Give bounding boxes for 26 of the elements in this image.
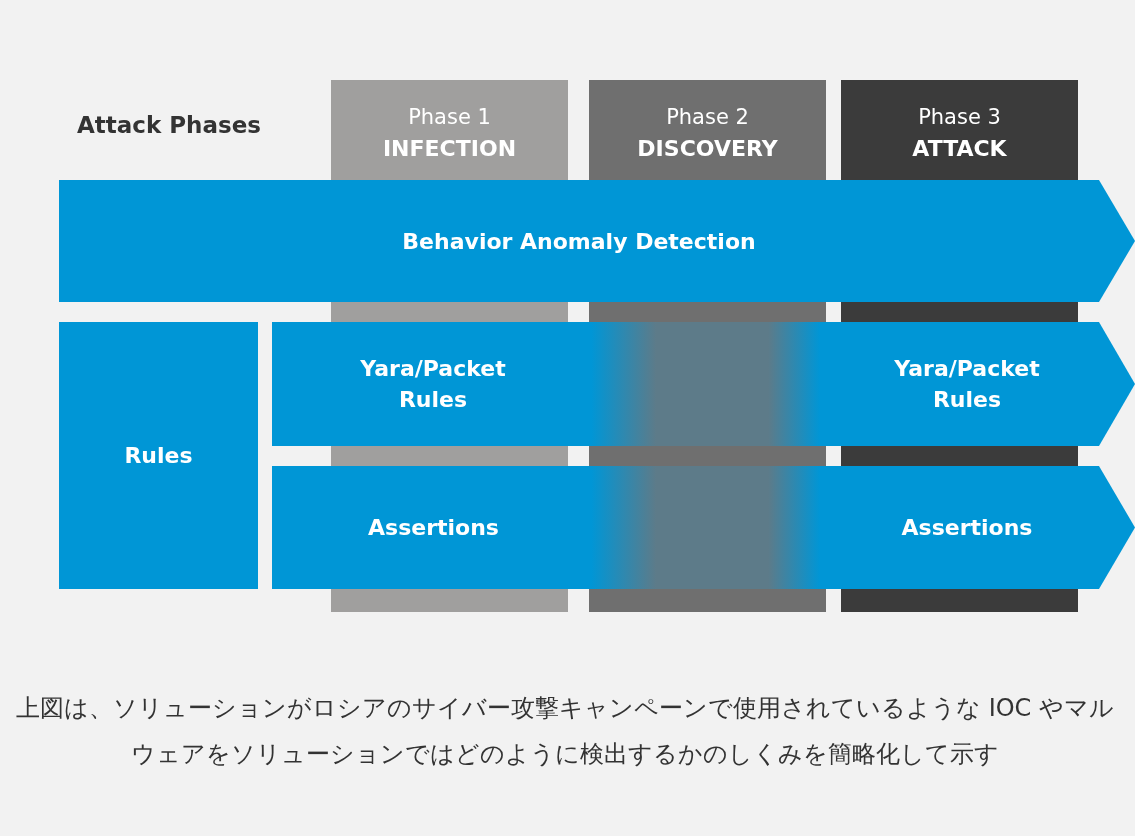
column-strip bbox=[589, 446, 826, 466]
column-strip bbox=[841, 589, 1078, 612]
caption: 上図は、ソリューションがロシアのサイバー攻撃キャンペーンで使用されているような IOC やマルウェアをソリューションではどのように検出するかのしくみを簡略化して示す bbox=[15, 693, 1115, 770]
section-heading: Attack Phases bbox=[77, 112, 261, 138]
phase-column bbox=[841, 80, 1078, 180]
column-strip bbox=[841, 302, 1078, 322]
band-label: Rules bbox=[123, 442, 194, 470]
phase-name: INFECTION bbox=[381, 135, 518, 163]
band-label: Assertions bbox=[367, 514, 500, 542]
phase-name: ATTACK bbox=[911, 135, 1008, 163]
phase-name: DISCOVERY bbox=[636, 135, 779, 163]
column-strip bbox=[331, 589, 568, 612]
band-label: Yara/Packet Rules bbox=[359, 355, 507, 414]
phase-number: Phase 2 bbox=[665, 104, 750, 131]
phase-number: Phase 1 bbox=[407, 104, 492, 131]
column-strip bbox=[841, 446, 1078, 466]
band-label: Assertions bbox=[900, 514, 1034, 542]
phase-column bbox=[331, 80, 568, 180]
phase-number: Phase 3 bbox=[917, 104, 1002, 131]
column-strip bbox=[589, 589, 826, 612]
column-strip bbox=[331, 302, 568, 322]
phase-column bbox=[589, 80, 826, 180]
column-strip bbox=[331, 446, 568, 466]
band-label: Behavior Anomaly Detection bbox=[401, 227, 757, 256]
band-label: Yara/Packet Rules bbox=[893, 355, 1041, 414]
column-strip bbox=[589, 302, 826, 322]
